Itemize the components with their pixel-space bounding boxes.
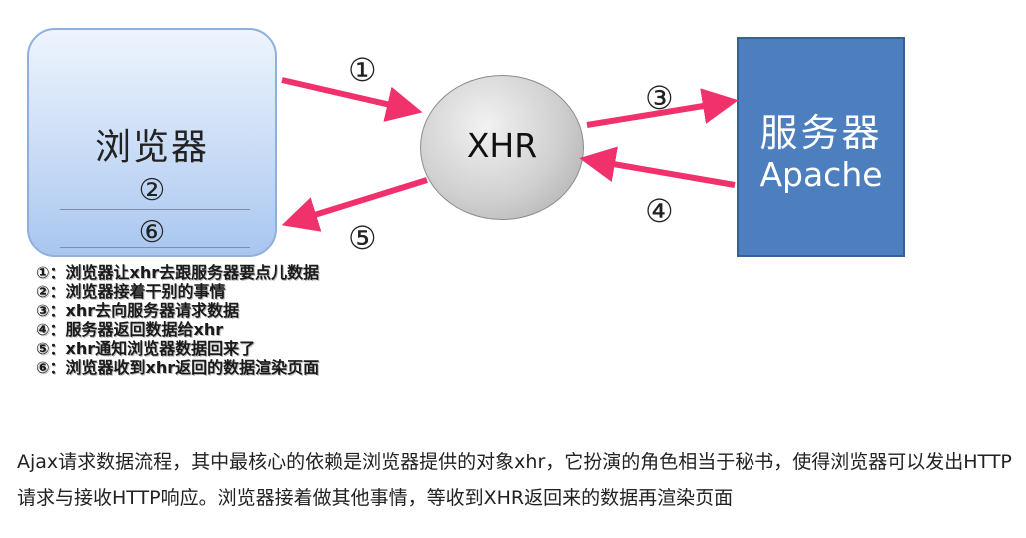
arrow-3 (586, 88, 739, 128)
legend-item-4: ④：服务器返回数据给xhr (36, 320, 224, 339)
ajax-flow-diagram: 浏览器 ② ⑥ XHR 服务器 Apache ① ③ ④ ⑤ ①：浏览器让xhr… (27, 28, 905, 377)
server-sublabel: Apache (759, 155, 883, 194)
browser-divider-1 (60, 209, 250, 210)
server-label: 服务器 (759, 111, 883, 155)
arrows-layer (281, 77, 739, 232)
legend-item-6: ⑥：浏览器收到xhr返回的数据渲染页面 (36, 358, 320, 377)
legend-item-5: ⑤：xhr通知浏览器数据回来了 (36, 339, 256, 358)
legend-item-2: ②：浏览器接着干别的事情 (36, 282, 226, 301)
browser-step-6: ⑥ (138, 215, 166, 250)
step-legend: ①：浏览器让xhr去跟服务器要点儿数据 ②：浏览器接着干别的事情 ③：xhr去向… (36, 263, 319, 377)
xhr-label: XHR (466, 126, 538, 165)
caption-paragraph: Ajax请求数据流程，其中最核心的依赖是浏览器提供的对象xhr，它扮演的角色相当… (17, 451, 1012, 509)
browser-label: 浏览器 (94, 127, 209, 168)
arrow-4 (579, 146, 736, 188)
step-1-label: ① (348, 51, 377, 89)
step-5-label: ⑤ (348, 219, 377, 257)
arrow-1 (281, 77, 423, 122)
server-box (737, 37, 905, 257)
legend-item-3: ③：xhr去向服务器请求数据 (36, 301, 240, 320)
browser-divider-2 (60, 247, 250, 248)
browser-step-2: ② (138, 173, 166, 208)
step-3-label: ③ (645, 79, 674, 117)
arrow-5 (281, 177, 428, 232)
step-4-label: ④ (645, 192, 674, 230)
browser-box (27, 28, 277, 257)
legend-item-1: ①：浏览器让xhr去跟服务器要点儿数据 (36, 263, 320, 282)
